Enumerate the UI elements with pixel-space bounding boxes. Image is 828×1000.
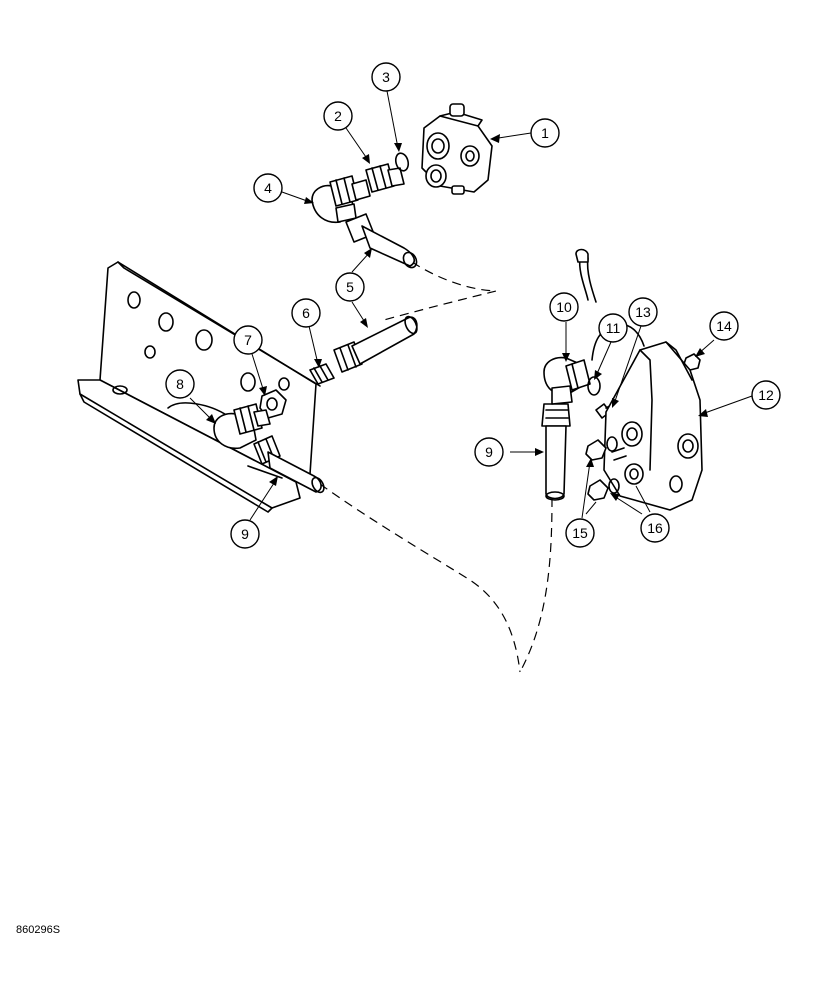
callout-11: 11	[598, 313, 628, 343]
svg-text:9: 9	[485, 444, 493, 460]
plug-upper-part	[585, 439, 607, 461]
callout-4: 4	[253, 173, 283, 203]
callout-7: 7	[233, 325, 263, 355]
o-ring-right-part	[587, 376, 601, 396]
callout-3: 3	[371, 62, 401, 92]
o-ring-part	[394, 152, 410, 172]
callout-14: 14	[709, 311, 739, 341]
elbow-fitting-part	[311, 175, 371, 224]
svg-text:2: 2	[334, 108, 342, 124]
hose-middle-part	[333, 315, 418, 373]
o-ring-upper-part	[606, 436, 618, 452]
svg-text:4: 4	[264, 180, 272, 196]
svg-text:6: 6	[302, 305, 310, 321]
callout-6: 6	[291, 298, 321, 328]
callout-9-right: 9	[474, 437, 504, 467]
svg-text:1: 1	[541, 125, 549, 141]
hose-route-line-upper	[383, 261, 497, 321]
svg-text:3: 3	[382, 69, 390, 85]
svg-text:13: 13	[635, 304, 651, 320]
figure-id-label: 860296S	[16, 924, 61, 936]
callout-16: 16	[640, 513, 670, 543]
callout-15: 15	[565, 518, 595, 548]
callout-5: 5	[335, 272, 365, 302]
svg-text:16: 16	[647, 520, 663, 536]
svg-text:8: 8	[176, 376, 184, 392]
hose-route-line-lower	[319, 483, 521, 673]
adapter-fitting-part	[365, 163, 405, 193]
callout-13: 13	[628, 297, 658, 327]
o-ring-lower-part	[608, 478, 620, 494]
svg-text:10: 10	[556, 299, 572, 315]
svg-text:12: 12	[758, 387, 774, 403]
svg-text:15: 15	[572, 525, 588, 541]
elbow-right-part	[543, 356, 591, 405]
callout-12: 12	[751, 380, 781, 410]
hose-upper-part	[345, 213, 418, 269]
svg-text:14: 14	[716, 318, 732, 334]
valve-body-part	[421, 103, 493, 195]
callout-1: 1	[530, 118, 560, 148]
svg-text:7: 7	[244, 332, 252, 348]
callout-10: 10	[549, 292, 579, 322]
svg-text:9: 9	[241, 526, 249, 542]
hose-vertical-part	[541, 403, 571, 501]
svg-text:11: 11	[606, 320, 621, 336]
control-valve-part	[575, 248, 703, 511]
hose-route-line-right	[519, 497, 553, 673]
leader-lines	[189, 90, 753, 521]
svg-text:5: 5	[346, 279, 354, 295]
callout-2: 2	[323, 101, 353, 131]
bulkhead-fitting-part	[309, 363, 335, 385]
plug-lower-part	[587, 479, 609, 501]
callout-8: 8	[165, 369, 195, 399]
callout-9-left: 9	[230, 519, 260, 549]
hose-lower-left-part	[253, 435, 325, 494]
elbow-lower-part	[213, 403, 271, 450]
